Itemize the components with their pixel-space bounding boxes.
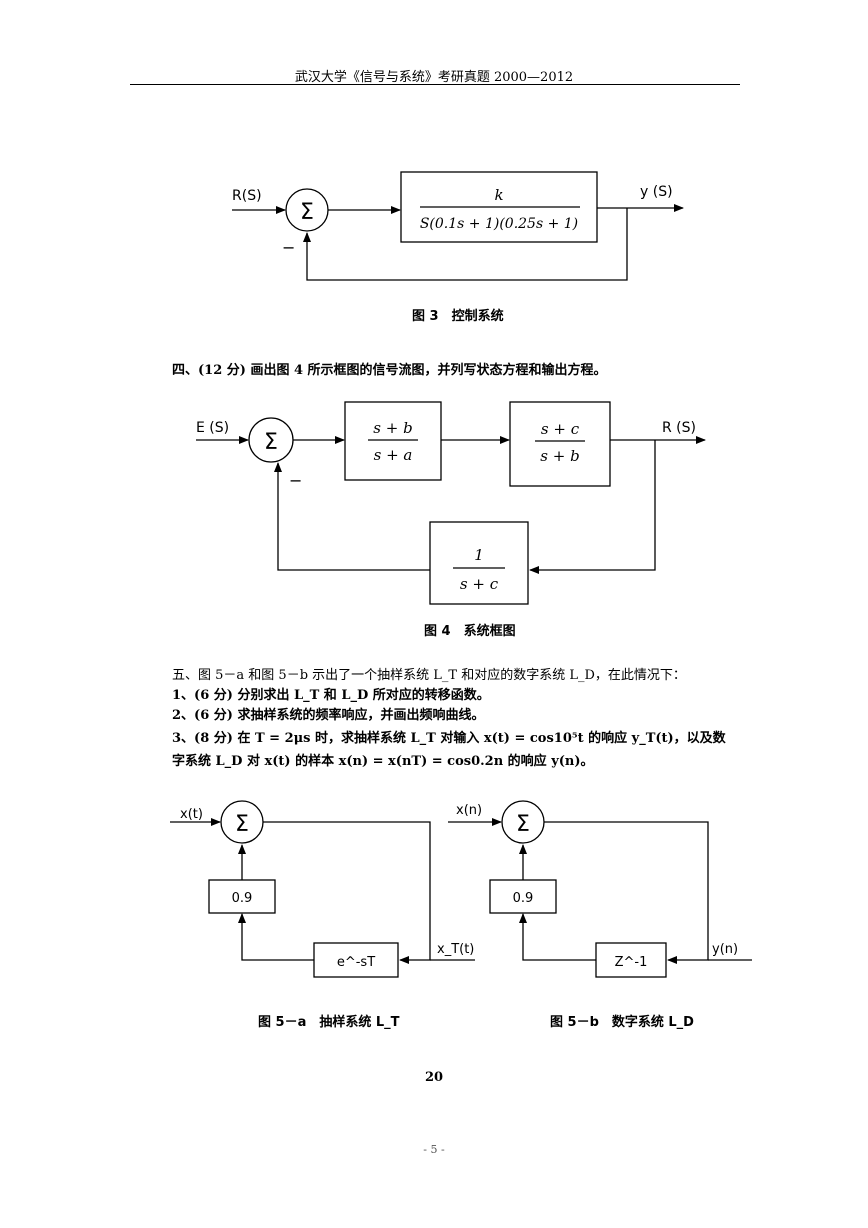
- fig5b-path-to-gain: [519, 913, 596, 961]
- figure-5b: x(n) Σ y(n) Z^-1 0.9: [448, 800, 752, 978]
- fig3-sum-symbol: Σ: [300, 200, 314, 225]
- fig3-transfer-block: [400, 171, 598, 243]
- question-5-item1: 1、(6 分) 分别求出 L_T 和 L_D 所对应的转移函数。: [172, 688, 490, 703]
- question-5-item2: 2、(6 分) 求抽样系统的频率响应，并画出频响曲线。: [172, 708, 485, 723]
- fig3-minus-sign: −: [282, 238, 295, 257]
- fig5b-delay-label: Z^-1: [615, 955, 648, 970]
- fig4-feedback-numerator: 1: [474, 546, 484, 564]
- fig3-input-label: R(S): [232, 188, 262, 204]
- fig5a-input-label: x(t): [180, 807, 203, 822]
- fig4-output-label: R (S): [662, 420, 696, 436]
- question-5-intro: 五、图 5－a 和图 5－b 示出了一个抽样系统 L_T 和对应的数字系统 L_…: [172, 668, 686, 683]
- fig4-block2-denominator: s + b: [540, 447, 579, 465]
- fig5b-output-path: [544, 821, 709, 964]
- fig4-block2-numerator: s + c: [541, 420, 580, 438]
- fig4-input-label: E (S): [196, 420, 229, 436]
- question-5-item3-line2: 字系统 L_D 对 x(t) 的样本 x(n) = x(nT) = cos0.2…: [172, 754, 594, 769]
- fig3-feedback-path: [303, 208, 628, 281]
- page-number: 20: [424, 1070, 444, 1085]
- fig5b-output-label: y(n): [712, 942, 738, 957]
- fig5a-delay-label: e^-sT: [337, 955, 375, 970]
- fig3-caption: 图 3 控制系统: [412, 308, 504, 324]
- header-rule: [130, 84, 740, 85]
- fig4-block1-denominator: s + a: [374, 446, 413, 464]
- question-5-item3-line1: 3、(8 分) 在 T = 2μs 时，求抽样系统 L_T 对输入 x(t) =…: [172, 731, 726, 746]
- fig5b-sum-symbol: Σ: [516, 812, 530, 837]
- fig5a-output-path: [263, 821, 431, 964]
- page-header: 武汉大学《信号与系统》考研真题 2000—2012: [294, 70, 574, 85]
- fig4-sum-symbol: Σ: [264, 430, 278, 455]
- figure-5a: x(t) Σ x_T(t) e^-sT 0.9: [170, 800, 475, 978]
- fig4-block1-numerator: s + b: [373, 419, 412, 437]
- fig5a-sum-symbol: Σ: [235, 812, 249, 837]
- fig5a-output-label: x_T(t): [437, 942, 474, 957]
- page-footer: - 5 -: [423, 1143, 445, 1156]
- fig5a-gain-label: 0.9: [232, 891, 253, 906]
- fig5b-caption: 图 5－b 数字系统 L_D: [550, 1014, 694, 1030]
- fig4-feedback-path-out: [274, 462, 430, 571]
- fig5b-gain-label: 0.9: [513, 891, 534, 906]
- fig4-minus-sign: −: [289, 471, 302, 490]
- fig4-block1: [344, 401, 442, 481]
- fig5b-input-label: x(n): [456, 803, 482, 818]
- fig3-tf-numerator: k: [494, 186, 503, 204]
- figure-3: R(S) Σ − k S(0.1s + 1)(0.25s + 1) y (S): [232, 171, 684, 281]
- figure-4: E (S) Σ − s + b s + a s + c s + b R (S) …: [196, 401, 706, 605]
- fig5a-caption: 图 5－a 抽样系统 L_T: [258, 1014, 400, 1030]
- fig4-block2: [509, 401, 611, 487]
- fig4-feedback-block: [429, 521, 529, 605]
- question-4-text: 四、(12 分) 画出图 4 所示框图的信号流图，并列写状态方程和输出方程。: [172, 363, 607, 378]
- fig3-tf-denominator: S(0.1s + 1)(0.25s + 1): [420, 216, 578, 232]
- fig3-output-label: y (S): [640, 184, 673, 200]
- fig4-feedback-denominator: s + c: [460, 575, 499, 593]
- fig5a-path-to-gain: [238, 913, 314, 961]
- fig4-feedback-path-in: [529, 440, 656, 574]
- fig4-caption: 图 4 系统框图: [424, 623, 516, 639]
